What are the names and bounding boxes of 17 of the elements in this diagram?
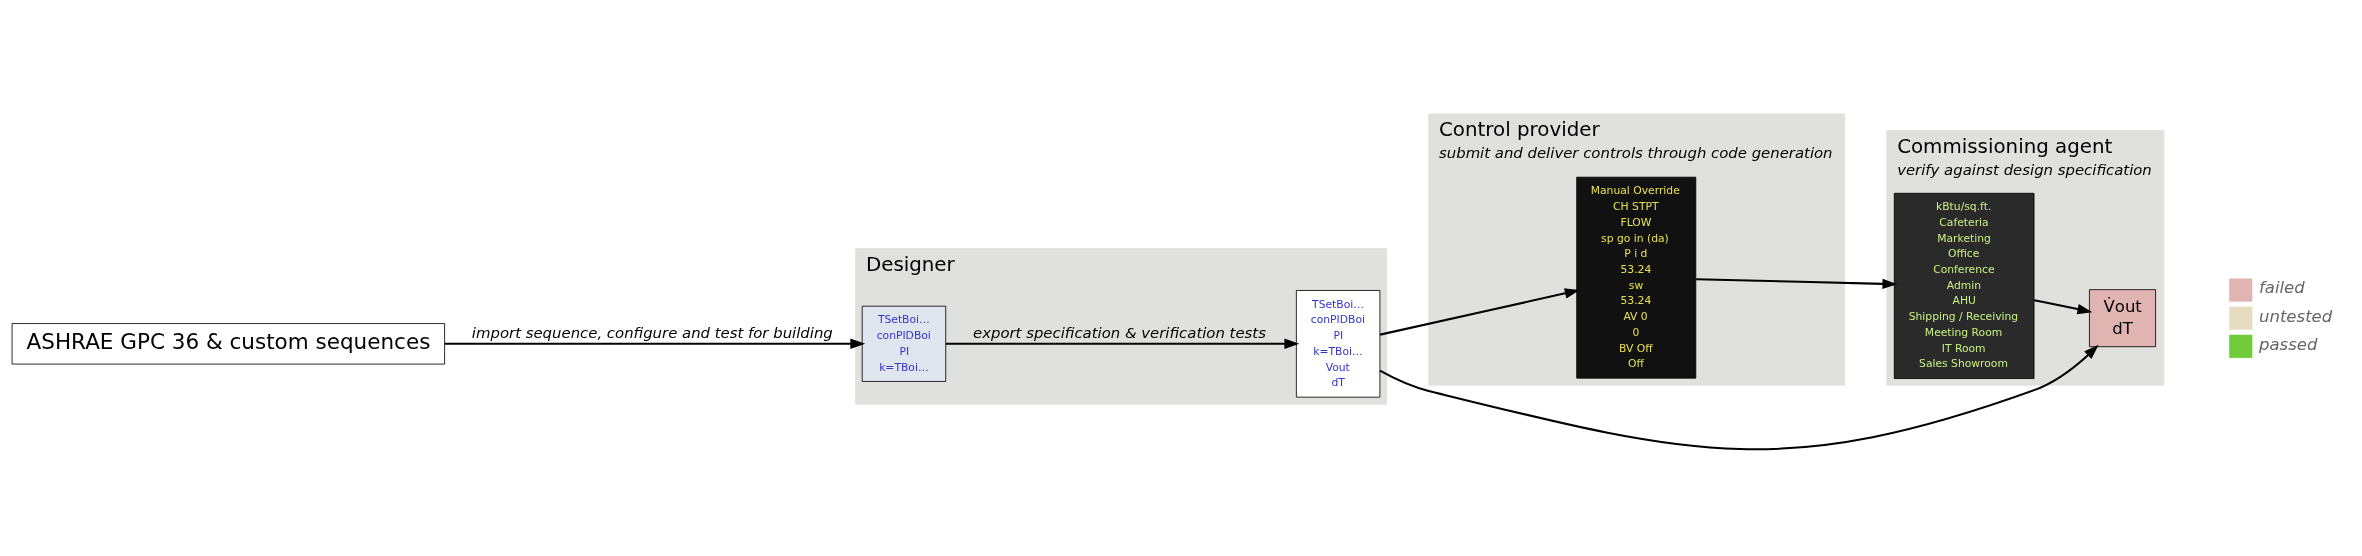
node-box: ASHRAE GPC 36 & custom sequences (11, 322, 445, 364)
node-box: Manual Override CH STPT FLOW sp go in (da) P i d 53.24 sw 53.24 AV 0 0 BV Off Off (1576, 176, 1697, 379)
legend-label: failed (2258, 277, 2305, 297)
legend-label: untested (2258, 305, 2333, 325)
legend-label: passed (2258, 334, 2318, 354)
node-box: kBtu/sq.ft. Cafeteria Marketing Office Conference Admin AHU Shipping / Receiving Meeting Room IT Room Sales Showroom (1893, 192, 2035, 379)
arrow (2033, 298, 2093, 314)
node-box: TSetBoi… conPIDBoi PI k=TBoi… Vout dT (1295, 289, 1381, 398)
arrow (1379, 287, 1580, 336)
edge-label: export specification & verification tests (973, 323, 1266, 342)
arrow (444, 338, 866, 349)
edge-label: import sequence, configure and test for building (471, 323, 833, 342)
arrow (1696, 277, 1898, 289)
node-box: V̇out dT (2089, 288, 2156, 347)
node-box: TSetBoi… conPIDBoi PI k=TBoi… (861, 305, 947, 382)
arrow (945, 338, 1300, 349)
arrow (1379, 344, 2099, 450)
